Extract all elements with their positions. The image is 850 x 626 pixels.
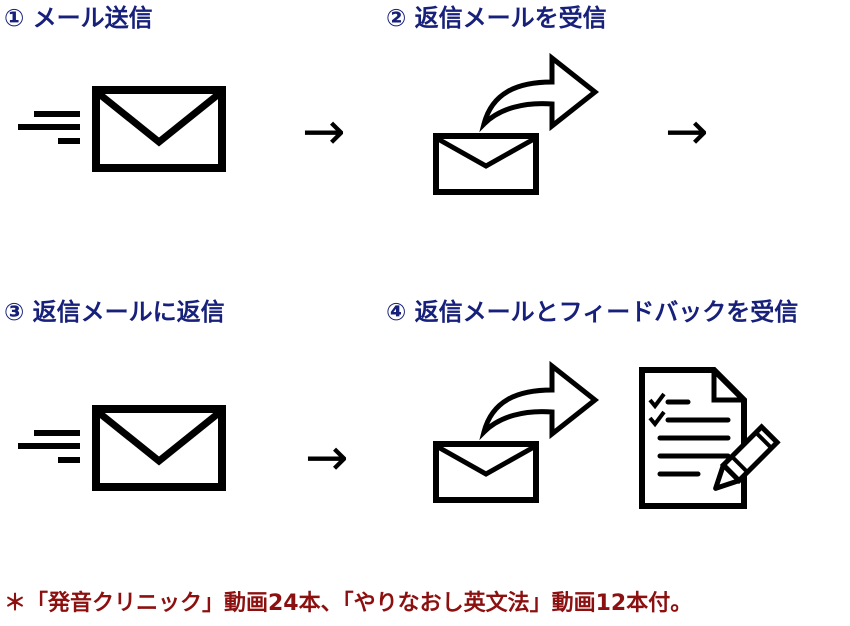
speed-lines: [18, 430, 80, 463]
pencil-icon: [713, 423, 781, 491]
send-mail-icon: [18, 405, 226, 491]
checkmark-icon: [648, 392, 666, 428]
send-mail-icon: [18, 86, 226, 172]
step-2-label: ② 返信メールを受信: [386, 4, 607, 32]
step-4-label: ④ 返信メールとフィードバックを受信: [386, 298, 799, 326]
reply-mail-icon: [433, 52, 600, 195]
arrow-right-icon: →: [665, 102, 709, 162]
step-1-label: ① メール送信: [4, 4, 153, 32]
speed-lines: [18, 111, 80, 144]
reply-mail-icon: [433, 360, 600, 503]
arrow-right-icon: →: [302, 102, 346, 162]
feedback-document-icon: [639, 367, 781, 509]
step-3-label: ③ 返信メールに返信: [4, 298, 225, 326]
arrow-right-icon: →: [305, 428, 349, 488]
document-lines: [657, 399, 731, 477]
footnote: ＊「発音クリニック」動画24本、「やりなおし英文法」動画12本付。: [4, 591, 693, 616]
